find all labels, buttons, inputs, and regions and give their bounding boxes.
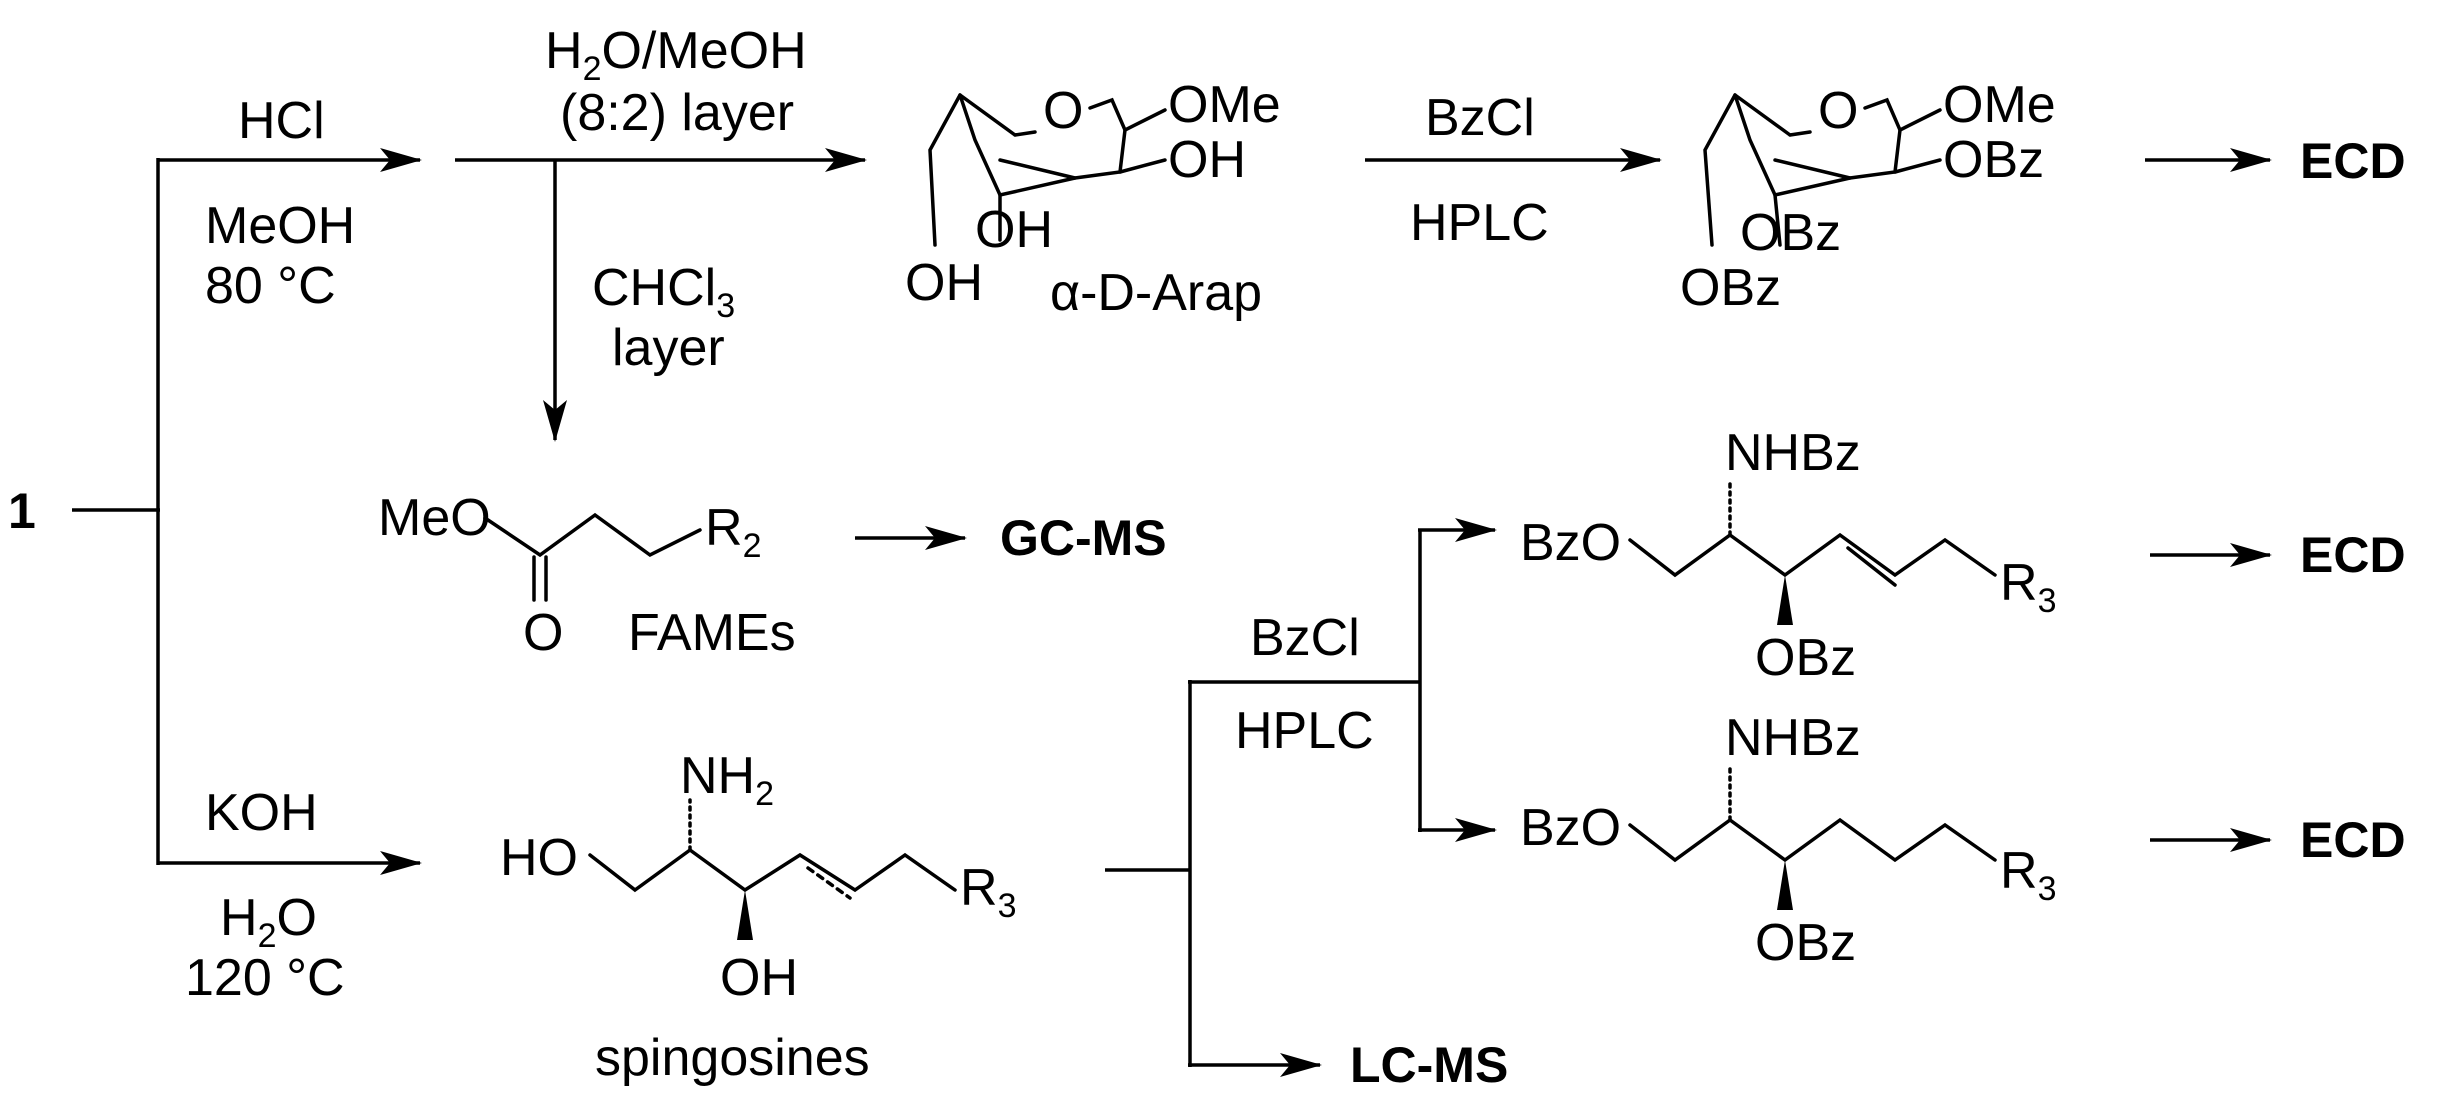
fames-carbonyl-o: O bbox=[523, 604, 563, 662]
fames-name: FAMEs bbox=[628, 604, 796, 662]
arap-bz-structure: O OMe OBz OBz OBz bbox=[1680, 76, 2056, 317]
acid-solvent: MeOH bbox=[205, 197, 355, 255]
base-temp: 120 °C bbox=[185, 949, 345, 1007]
bz-mid-reagent: BzCl bbox=[1250, 609, 1360, 667]
arap-oh3: OH bbox=[975, 201, 1053, 259]
arapbz-obz3: OBz bbox=[1740, 204, 1841, 262]
arap-oh4: OH bbox=[905, 254, 983, 312]
arap-name: α-D-Arap bbox=[1050, 264, 1262, 322]
chloroform-layer-line2: layer bbox=[612, 319, 725, 377]
gcms: GC-MS bbox=[1000, 510, 1167, 566]
arapbz-obz2: OBz bbox=[1943, 131, 2044, 189]
sph-nh2: NH2 bbox=[680, 747, 774, 813]
bzs-obz: OBz bbox=[1755, 914, 1856, 972]
arap-oh2: OH bbox=[1168, 131, 1246, 189]
sph-name: spingosines bbox=[595, 1029, 870, 1087]
base-solvent: H2O bbox=[220, 889, 317, 955]
sph-ho: HO bbox=[500, 829, 578, 887]
acid-temp: 80 °C bbox=[205, 257, 336, 315]
bzu-nhbz: NHBz bbox=[1725, 424, 1861, 482]
lcms: LC-MS bbox=[1350, 1037, 1508, 1093]
acid-reagent: HCl bbox=[238, 92, 325, 150]
arapbz-ome: OMe bbox=[1943, 76, 2056, 134]
bz-unsat-structure: BzO NHBz OBz R3 bbox=[1520, 424, 2056, 687]
bz-sat-structure: BzO NHBz OBz R3 bbox=[1520, 709, 2056, 972]
bzs-nhbz: NHBz bbox=[1725, 709, 1861, 767]
ecd2: ECD bbox=[2300, 527, 2406, 583]
arap-structure: O OMe OH OH OH α-D-Arap bbox=[905, 76, 1281, 322]
bzs-r: R3 bbox=[2000, 842, 2056, 908]
arap-bz-method: HPLC bbox=[1410, 194, 1549, 252]
bz-mid-method: HPLC bbox=[1235, 702, 1374, 760]
sph-oh: OH bbox=[720, 949, 798, 1007]
arapbz-obz4: OBz bbox=[1680, 259, 1781, 317]
fames-meo: MeO bbox=[378, 489, 491, 547]
bzu-obz: OBz bbox=[1755, 629, 1856, 687]
arapbz-ring-oxygen: O bbox=[1818, 82, 1858, 140]
fames-r: R2 bbox=[705, 499, 761, 565]
ecd1: ECD bbox=[2300, 133, 2406, 189]
ecd3: ECD bbox=[2300, 812, 2406, 868]
compound-label: 1 bbox=[8, 483, 36, 539]
bzs-bzo: BzO bbox=[1520, 799, 1621, 857]
arap-bz-reagent: BzCl bbox=[1425, 89, 1535, 147]
bzu-bzo: BzO bbox=[1520, 514, 1621, 572]
sph-r: R3 bbox=[960, 859, 1016, 925]
arap-ome: OMe bbox=[1168, 76, 1281, 134]
fames-structure: MeO O R2 FAMEs bbox=[378, 489, 796, 662]
aqueous-layer-line2: (8:2) layer bbox=[560, 84, 794, 142]
arap-ring-oxygen: O bbox=[1043, 82, 1083, 140]
aqueous-layer-line1: H2O/MeOH bbox=[545, 22, 807, 88]
sphingosine-structure: HO NH2 OH R3 spingosines bbox=[500, 747, 1016, 1087]
base-reagent: KOH bbox=[205, 784, 318, 842]
chloroform-layer-line1: CHCl3 bbox=[592, 259, 735, 325]
bzu-r: R3 bbox=[2000, 554, 2056, 620]
